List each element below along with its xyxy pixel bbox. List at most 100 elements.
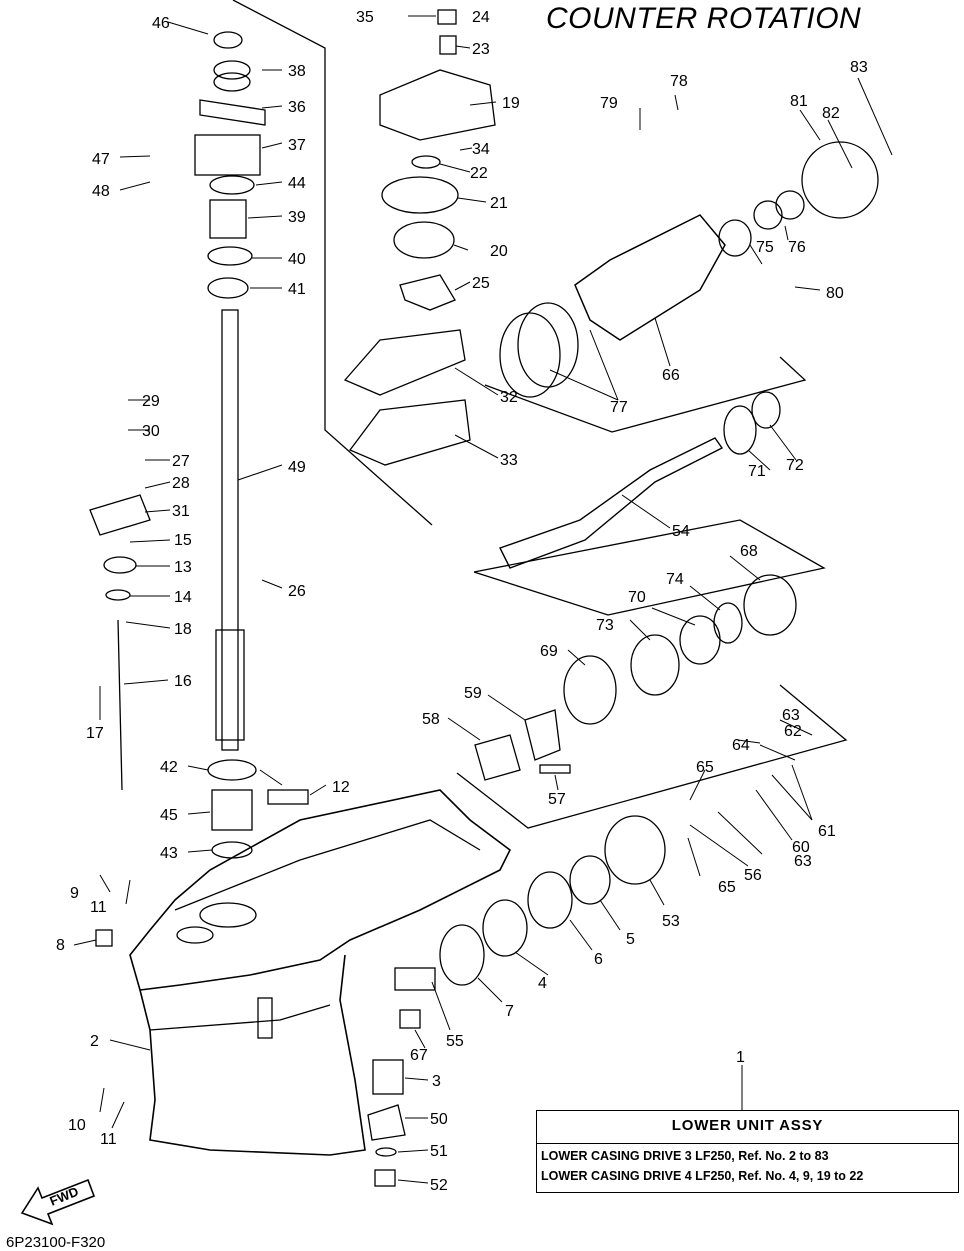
part-number-label: 40 bbox=[288, 251, 306, 268]
part-number-label: 43 bbox=[160, 845, 178, 862]
part-32 bbox=[343, 329, 466, 396]
part-labels: 1234567891011111213141516171819202122232… bbox=[56, 9, 868, 1194]
part-76a bbox=[775, 190, 805, 220]
part-53 bbox=[604, 815, 666, 885]
part-number-label: 33 bbox=[500, 452, 518, 469]
part-number-label: 52 bbox=[430, 1177, 448, 1194]
drive-shaft bbox=[221, 309, 239, 751]
part-number-label: 1 bbox=[736, 1049, 745, 1066]
part-4 bbox=[482, 899, 528, 957]
part-number-label: 3 bbox=[432, 1073, 441, 1090]
part-number-label: 55 bbox=[446, 1033, 464, 1050]
part-number-label: 82 bbox=[822, 105, 840, 122]
part-50 bbox=[367, 1104, 406, 1141]
part-77b bbox=[499, 312, 561, 398]
part-number-label: 32 bbox=[500, 389, 518, 406]
part-number-label: 72 bbox=[786, 457, 804, 474]
part-number-label: 5 bbox=[626, 931, 635, 948]
part-25 bbox=[399, 274, 456, 311]
part-67 bbox=[399, 1009, 421, 1029]
part-number-label: 68 bbox=[740, 543, 758, 560]
part-52 bbox=[374, 1169, 396, 1187]
part-number-label: 23 bbox=[472, 41, 490, 58]
part-number-label: 25 bbox=[472, 275, 490, 292]
assembly-line-1: LOWER CASING DRIVE 3 LF250, Ref. No. 2 t… bbox=[541, 1149, 829, 1163]
assembly-line-2: LOWER CASING DRIVE 4 LF250, Ref. No. 4, … bbox=[541, 1169, 864, 1183]
guide-line bbox=[484, 356, 807, 433]
part-number-label: 7 bbox=[505, 1003, 514, 1020]
part-number-label: 42 bbox=[160, 759, 178, 776]
casing-port bbox=[176, 926, 214, 944]
part-number-label: 38 bbox=[288, 63, 306, 80]
part-number-label: 62 bbox=[784, 723, 802, 740]
part-70 bbox=[723, 405, 757, 455]
part-number-label: 39 bbox=[288, 209, 306, 226]
part-57 bbox=[539, 764, 571, 774]
part-36 bbox=[199, 99, 266, 126]
part-number-label: 56 bbox=[744, 867, 762, 884]
part-number-label: 61 bbox=[818, 823, 836, 840]
part-number-label: 66 bbox=[662, 367, 680, 384]
part-number-label: 21 bbox=[490, 195, 508, 212]
part-number-label: 10 bbox=[68, 1117, 86, 1134]
part-number-label: 83 bbox=[850, 59, 868, 76]
part-number-label: 59 bbox=[464, 685, 482, 702]
part-number-label: 47 bbox=[92, 151, 110, 168]
part-number-label: 63 bbox=[794, 853, 812, 870]
part-54 bbox=[499, 437, 724, 569]
part-number-label: 74 bbox=[666, 571, 684, 588]
part-71 bbox=[751, 391, 781, 429]
part-number-label: 37 bbox=[288, 137, 306, 154]
part-14 bbox=[105, 589, 131, 601]
part-69 bbox=[563, 655, 617, 725]
part-number-label: 6 bbox=[594, 951, 603, 968]
part-number-label: 70 bbox=[628, 589, 646, 606]
part-76b bbox=[753, 200, 783, 230]
part-number-label: 2 bbox=[90, 1033, 99, 1050]
part-number-label: 50 bbox=[430, 1111, 448, 1128]
part-6 bbox=[527, 871, 573, 929]
part-58 bbox=[474, 734, 521, 781]
part-number-label: 54 bbox=[672, 523, 690, 540]
part-number-label: 13 bbox=[174, 559, 192, 576]
part-75 bbox=[718, 219, 752, 257]
part-number-label: 11 bbox=[100, 1131, 117, 1148]
casing-port bbox=[199, 902, 257, 928]
part-number-label: 9 bbox=[70, 885, 79, 902]
part-37 bbox=[194, 134, 261, 176]
part-number-label: 31 bbox=[172, 503, 190, 520]
part-59 bbox=[524, 709, 561, 761]
part-33 bbox=[348, 399, 471, 466]
part-72 bbox=[679, 615, 721, 665]
part-42 bbox=[207, 759, 257, 781]
casing-skeg bbox=[149, 1004, 331, 1031]
part-number-label: 77 bbox=[610, 399, 628, 416]
part-number-label: 75 bbox=[756, 239, 774, 256]
part-51 bbox=[375, 1147, 397, 1157]
part-number-label: 80 bbox=[826, 285, 844, 302]
part-number-label: 36 bbox=[288, 99, 306, 116]
part-24 bbox=[437, 9, 457, 25]
part-19 bbox=[379, 69, 496, 141]
part-number-label: 35 bbox=[356, 9, 374, 26]
part-number-label: 22 bbox=[470, 165, 488, 182]
part-number-label: 65 bbox=[696, 759, 714, 776]
part-73 bbox=[630, 634, 680, 696]
part-number-label: 8 bbox=[56, 937, 65, 954]
part-number-label: 53 bbox=[662, 913, 680, 930]
part-number-label: 65 bbox=[718, 879, 736, 896]
part-5 bbox=[569, 855, 611, 905]
assembly-reference-box: LOWER UNIT ASSY LOWER CASING DRIVE 3 LF2… bbox=[536, 1110, 959, 1193]
part-number-label: 30 bbox=[142, 423, 160, 440]
part-38b bbox=[213, 72, 251, 92]
part-40 bbox=[207, 246, 253, 266]
part-81 bbox=[801, 141, 879, 219]
part-number-label: 34 bbox=[472, 141, 490, 158]
part-31 bbox=[89, 494, 151, 536]
part-number-label: 79 bbox=[600, 95, 618, 112]
lower-casing bbox=[129, 789, 512, 991]
part-number-label: 76 bbox=[788, 239, 806, 256]
part-number-label: 64 bbox=[732, 737, 750, 754]
part-number-label: 28 bbox=[172, 475, 190, 492]
